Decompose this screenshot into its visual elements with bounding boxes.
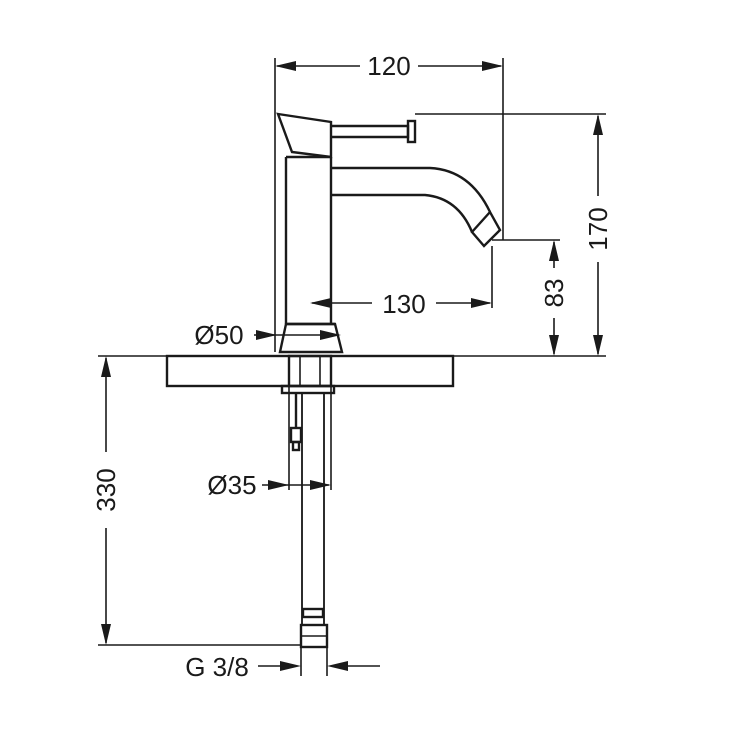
dim-base-diameter: Ø50 [194,320,341,350]
spout [331,166,502,248]
mounting-rod [289,393,303,452]
dim-hole-diameter: Ø35 [207,386,332,500]
dim-overall-height: 170 [415,113,613,357]
dim-label-spout-height: 83 [539,279,569,308]
dim-label-overall-height: 170 [583,207,613,250]
dim-hose-length: 330 [91,355,301,646]
dim-label-base-diameter: Ø50 [194,320,243,350]
dim-connection: G 3/8 [185,647,380,682]
countertop-section [165,354,455,388]
dim-label-overall-width: 120 [367,51,410,81]
dim-overall-width: 120 [274,51,504,352]
dim-label-spout-reach: 130 [382,289,425,319]
supply-hose [299,392,329,649]
dim-label-hole-diameter: Ø35 [207,470,256,500]
dim-spout-reach: 130 [310,246,493,319]
dim-spout-height: 83 [492,239,569,356]
dim-label-connection: G 3/8 [185,652,249,682]
handle-lever [276,112,417,159]
dim-label-hose-length: 330 [91,468,121,511]
faucet-body [278,155,344,354]
